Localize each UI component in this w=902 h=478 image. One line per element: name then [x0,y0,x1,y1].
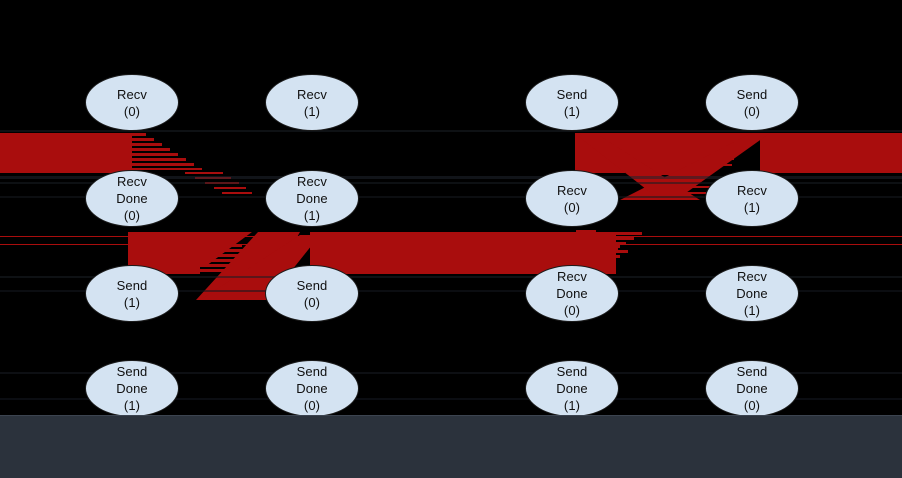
node-label-line2: Done [736,381,768,396]
footer-bar [0,415,902,478]
node-label-line3: (1) [743,303,761,318]
edge-bar-mid-row3 [310,232,576,274]
node-label-line1: Send [556,364,588,379]
node-recv-0-r2c3[interactable]: Recv (0) [525,170,619,227]
node-label-line2: (1) [123,294,141,310]
node-send-1-r3c1[interactable]: Send (1) [85,265,179,322]
node-send-done-1-r4c3[interactable]: Send Done (1) [525,360,619,417]
node-label-line2: (1) [743,199,761,215]
edge-bar-left-row1-steps [132,133,202,170]
node-label-line1: Recv [296,174,328,189]
edge-bar-left-row1 [0,133,132,173]
node-label-line3: (0) [563,303,581,318]
node-recv-done-0-r3c3[interactable]: Recv Done (0) [525,265,619,322]
node-label-line1: Send [296,364,328,379]
node-label-line1: Recv [116,86,148,102]
node-label-line2: Done [116,381,148,396]
node-label-line1: Recv [556,182,588,198]
node-label-line3: (0) [743,398,761,413]
node-send-1-r1c3[interactable]: Send (1) [525,74,619,131]
node-label-line2: Done [556,381,588,396]
node-label-line1: Send [116,277,148,293]
node-label-line1: Recv [556,269,588,284]
node-label-line2: (0) [563,199,581,215]
node-label-line2: Done [116,191,148,206]
node-label-line3: (0) [123,208,141,223]
node-label-line1: Recv [296,86,328,102]
node-send-done-0-r4c4[interactable]: Send Done (0) [705,360,799,417]
edge-x-crossing-left [200,235,320,300]
node-label-line1: Send [296,277,328,293]
node-label-line1: Send [736,364,768,379]
glitch-banding [0,130,902,400]
node-label-line2: (1) [563,103,581,119]
node-label-line1: Recv [736,269,768,284]
node-recv-1-r1c2[interactable]: Recv (1) [265,74,359,131]
edge-x-crossing-right-steps [600,140,740,194]
node-label-line1: Recv [116,174,148,189]
node-recv-done-1-r3c4[interactable]: Recv Done (1) [705,265,799,322]
node-label-line1: Send [736,86,768,102]
node-send-0-r3c2[interactable]: Send (0) [265,265,359,322]
node-label-line3: (0) [303,398,321,413]
node-recv-1-r2c4[interactable]: Recv (1) [705,170,799,227]
edge-bar-left-row3-steps [200,234,282,272]
node-send-0-r1c4[interactable]: Send (0) [705,74,799,131]
node-label-line3: (1) [303,208,321,223]
node-recv-done-1-r2c2[interactable]: Recv Done (1) [265,170,359,227]
node-label-line3: (1) [123,398,141,413]
node-label-line1: Recv [736,182,768,198]
node-label-line2: Done [556,286,588,301]
node-label-line2: (0) [743,103,761,119]
node-label-line2: (0) [303,294,321,310]
node-label-line1: Send [116,364,148,379]
node-send-done-1-r4c1[interactable]: Send Done (1) [85,360,179,417]
edge-group [0,130,902,400]
edge-bar-right-row3-steps [576,232,642,260]
node-label-line3: (1) [563,398,581,413]
node-label-line2: Done [296,381,328,396]
node-label-line1: Send [556,86,588,102]
node-label-line2: (1) [303,103,321,119]
node-send-done-0-r4c2[interactable]: Send Done (0) [265,360,359,417]
node-label-line2: Done [736,286,768,301]
node-label-line2: (0) [123,103,141,119]
node-label-line2: Done [296,191,328,206]
node-recv-done-0-r2c1[interactable]: Recv Done (0) [85,170,179,227]
edge-bar-right-row1 [760,133,902,173]
node-recv-0-r1c1[interactable]: Recv (0) [85,74,179,131]
